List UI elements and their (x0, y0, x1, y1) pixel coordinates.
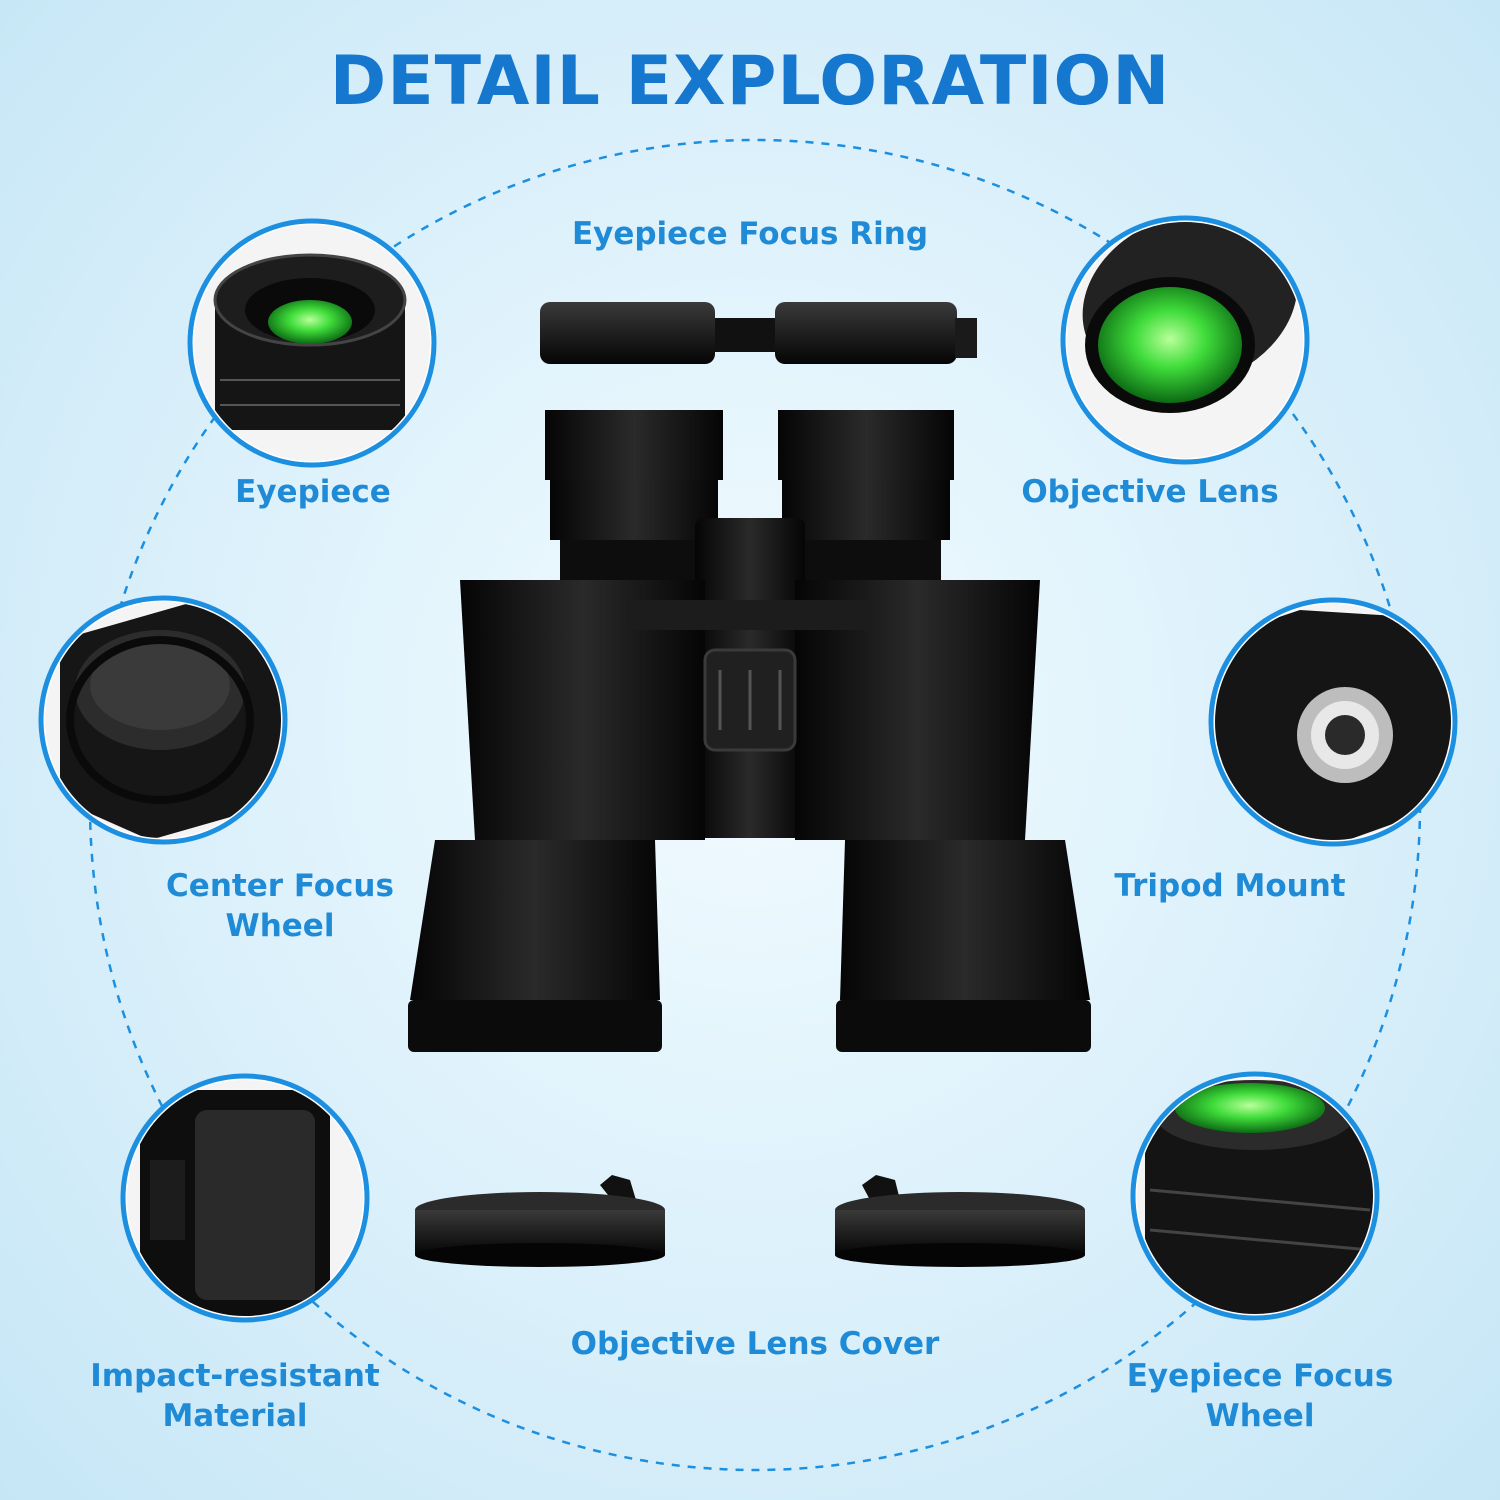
label-eyepiece: Eyepiece (235, 474, 391, 510)
tripod-mount-detail-circle (1208, 597, 1458, 847)
center-focus-wheel-detail-circle (38, 595, 288, 845)
eyepiece-focus-wheel-detail-circle (1130, 1071, 1380, 1321)
label-center-focus-wheel: Center Focus Wheel (166, 868, 394, 944)
label-tripod-mount: Tripod Mount (1114, 868, 1346, 904)
eyepiece-detail-circle (187, 218, 437, 468)
binoculars-illustration (408, 302, 1091, 1267)
label-objective-lens: Objective Lens (1021, 474, 1279, 510)
label-eyepiece-focus-ring: Eyepiece Focus Ring (571, 216, 929, 252)
label-impact-resistant-material: Impact-resistant Material (90, 1358, 380, 1434)
label-objective-lens-cover: Objective Lens Cover (570, 1326, 940, 1362)
eyepiece-cap-pair (540, 302, 977, 364)
impact-resistant-material-detail-circle (120, 1073, 370, 1323)
page-title: DETAIL EXPLORATION (329, 42, 1171, 121)
objective-lens-detail-circle (1060, 215, 1310, 465)
label-eyepiece-focus-wheel: Eyepiece Focus Wheel (1126, 1358, 1394, 1434)
objective-lens-caps (415, 1175, 1085, 1267)
